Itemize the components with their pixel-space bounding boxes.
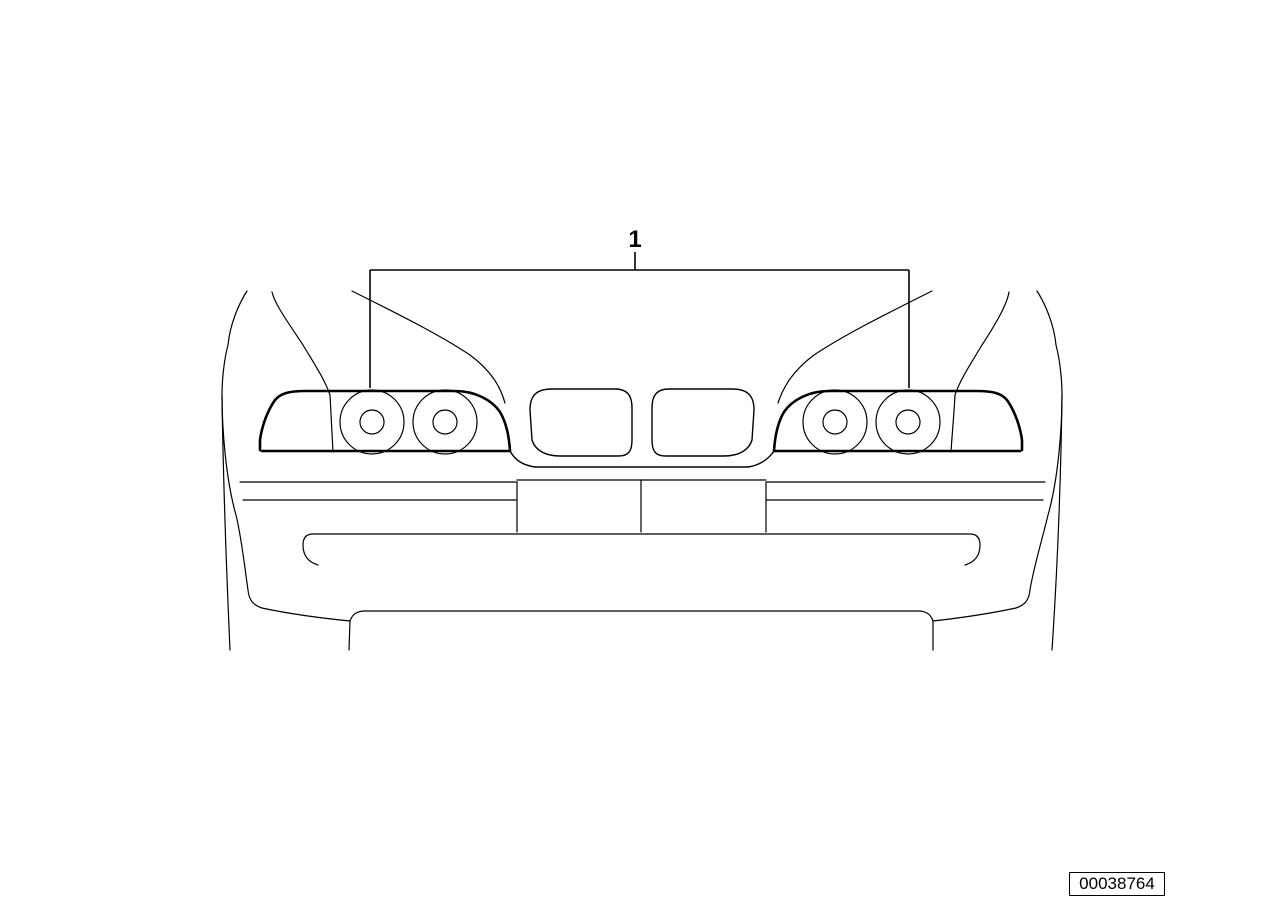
callout-leader-1: [369, 252, 910, 388]
headlight-left: [258, 389, 512, 455]
hood-lines: [351, 290, 933, 404]
body-right-side: [932, 290, 1063, 651]
callout-label-1: 1: [628, 226, 641, 253]
body-left-side: [221, 290, 351, 651]
front-bumper: [239, 479, 1046, 651]
kidney-grille: [509, 388, 775, 468]
diagram-id-label: 00038764: [1069, 872, 1165, 896]
headlight-right: [772, 389, 1024, 455]
